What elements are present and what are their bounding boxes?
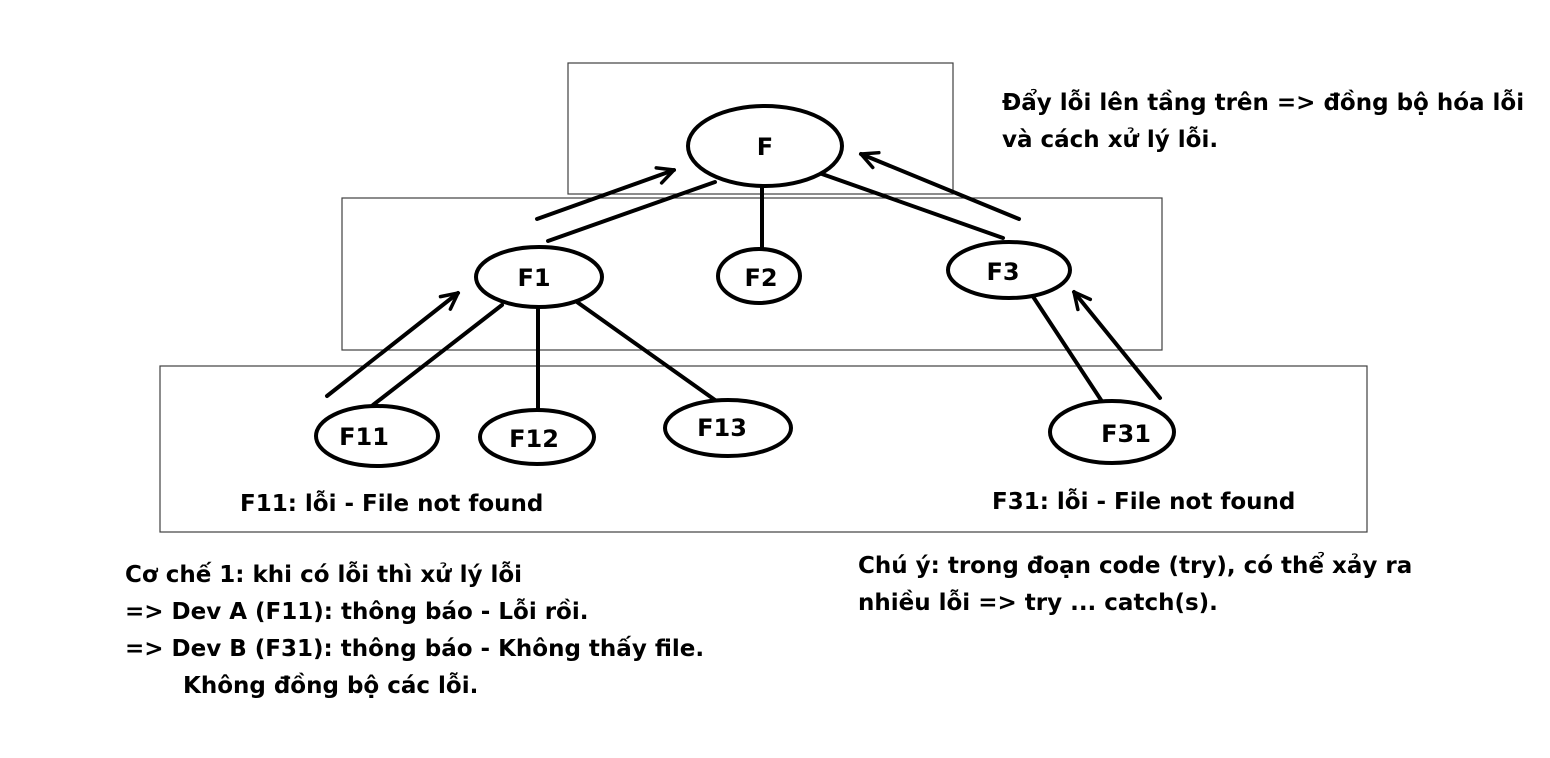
f11-error-note: F11: lỗi - File not found <box>240 486 543 523</box>
f31-error-text: F31: lỗi - File not found <box>992 489 1296 515</box>
edge-f-f3 <box>820 172 1005 240</box>
mechanism-note-line-4: Không đồng bộ các lỗi. <box>183 673 479 699</box>
node-f13-label: F13 <box>697 414 747 442</box>
node-f1 <box>474 245 604 309</box>
node-f1-label: F1 <box>517 264 550 292</box>
arrow-f1-to-f <box>535 170 674 221</box>
f31-error-note: F31: lỗi - File not found <box>992 484 1295 521</box>
node-f11 <box>314 404 440 468</box>
propagation-note: Đẩy lỗi lên tầng trên => đồng bộ hóa lỗi… <box>1002 85 1524 159</box>
mechanism-note-line-3: => Dev B (F31): thông báo - Không thấy f… <box>125 636 705 662</box>
node-f2 <box>716 247 802 305</box>
edge-f-f1 <box>546 180 717 243</box>
attention-note-line-1: Chú ý: trong đoạn code (try), có thể xảy… <box>858 553 1413 579</box>
node-f12-label: F12 <box>509 425 559 453</box>
propagation-note-line-1: Đẩy lỗi lên tầng trên => đồng bộ hóa lỗi <box>1002 90 1525 116</box>
node-f13 <box>663 398 793 458</box>
f11-error-text: F11: lỗi - File not found <box>240 491 544 517</box>
attention-note-line-2: nhiều lỗi => try ... catch(s). <box>858 590 1218 616</box>
mechanism-note: Cơ chế 1: khi có lỗi thì xử lý lỗi => De… <box>125 557 704 705</box>
arrow-f31-to-f3 <box>1074 292 1162 400</box>
arrow-f11-to-f1 <box>325 293 458 398</box>
edge-f1-f11 <box>371 303 504 407</box>
node-f-label: F <box>757 133 773 161</box>
node-f <box>686 104 844 188</box>
mechanism-note-line-1: Cơ chế 1: khi có lỗi thì xử lý lỗi <box>125 562 523 588</box>
node-f12 <box>478 408 596 466</box>
node-f2-label: F2 <box>744 264 777 292</box>
node-f11-label: F11 <box>339 423 389 451</box>
propagation-note-line-2: và cách xử lý lỗi. <box>1002 127 1219 153</box>
arrow-f3-to-f <box>861 154 1021 221</box>
node-f3-label: F3 <box>986 258 1019 286</box>
level-panel-bottom <box>159 365 1368 533</box>
level-panel-middle <box>341 197 1163 351</box>
attention-note: Chú ý: trong đoạn code (try), có thể xảy… <box>858 548 1412 622</box>
edge-f3-f31 <box>1028 290 1105 405</box>
mechanism-note-line-2: => Dev A (F11): thông báo - Lỗi rồi. <box>125 599 589 625</box>
node-f3 <box>946 240 1072 300</box>
node-f31-label: F31 <box>1101 420 1151 448</box>
edge-f1-f13 <box>575 300 717 402</box>
node-f31 <box>1048 399 1176 465</box>
